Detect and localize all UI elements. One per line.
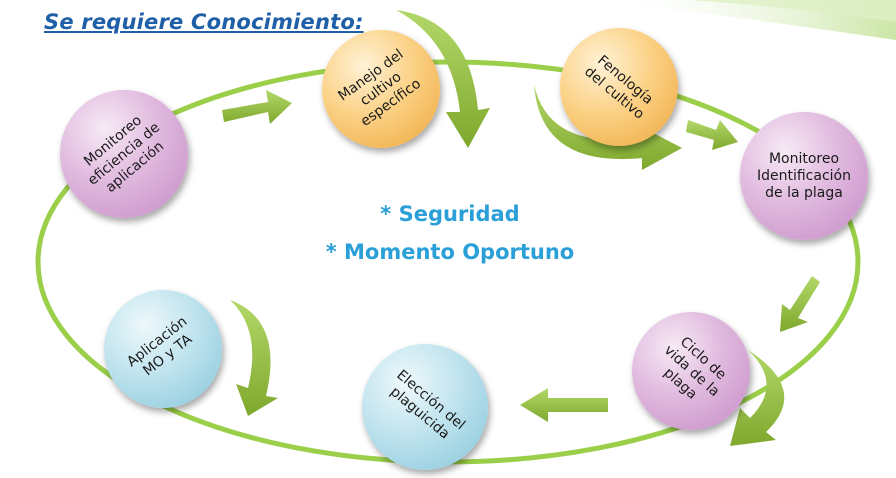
node-label: Elección del plaguicida bbox=[387, 367, 469, 443]
curved-arrow-ciclo bbox=[730, 350, 785, 446]
curved-arrow-aplicacion bbox=[230, 300, 278, 416]
node-monitoreo-eficiencia: Monitoreo eficiencia de aplicación bbox=[60, 90, 188, 218]
arrow-ciclo-to-eleccion bbox=[520, 388, 608, 422]
center-text-momento-oportuno: * Momento Oportuno bbox=[325, 240, 575, 264]
node-label: Aplicación MO y TA bbox=[124, 313, 196, 380]
node-label: Manejo del cultivo específico bbox=[335, 45, 424, 130]
center-text-seguridad: * Seguridad bbox=[380, 202, 520, 226]
curved-arrow-manejo bbox=[396, 10, 490, 148]
node-label: Fenología del cultivo bbox=[580, 52, 656, 123]
arrow-fenologia-to-identificacion bbox=[686, 120, 738, 150]
node-label: Monitoreo eficiencia de aplicación bbox=[80, 111, 167, 196]
node-monitoreo-identificacion: Monitoreo Identificación de la plaga bbox=[740, 112, 868, 240]
node-eleccion-plaguicida: Elección del plaguicida bbox=[362, 344, 488, 470]
node-aplicacion: Aplicación MO y TA bbox=[104, 290, 222, 408]
node-fenologia: Fenología del cultivo bbox=[560, 28, 678, 146]
arrow-eficiencia-to-manejo bbox=[222, 90, 292, 124]
node-label: Ciclo de vida de la plaga bbox=[660, 333, 729, 403]
page-title: Se requiere Conocimiento: bbox=[44, 10, 364, 34]
arrow-identificacion-to-ciclo bbox=[780, 276, 820, 332]
node-label: Monitoreo Identificación de la plaga bbox=[756, 150, 851, 201]
curved-arrow-fenologia bbox=[534, 84, 682, 170]
node-manejo-cultivo: Manejo del cultivo específico bbox=[322, 30, 440, 148]
corner-swoosh-decoration-2 bbox=[690, 0, 896, 22]
node-ciclo-vida: Ciclo de vida de la plaga bbox=[632, 312, 750, 430]
